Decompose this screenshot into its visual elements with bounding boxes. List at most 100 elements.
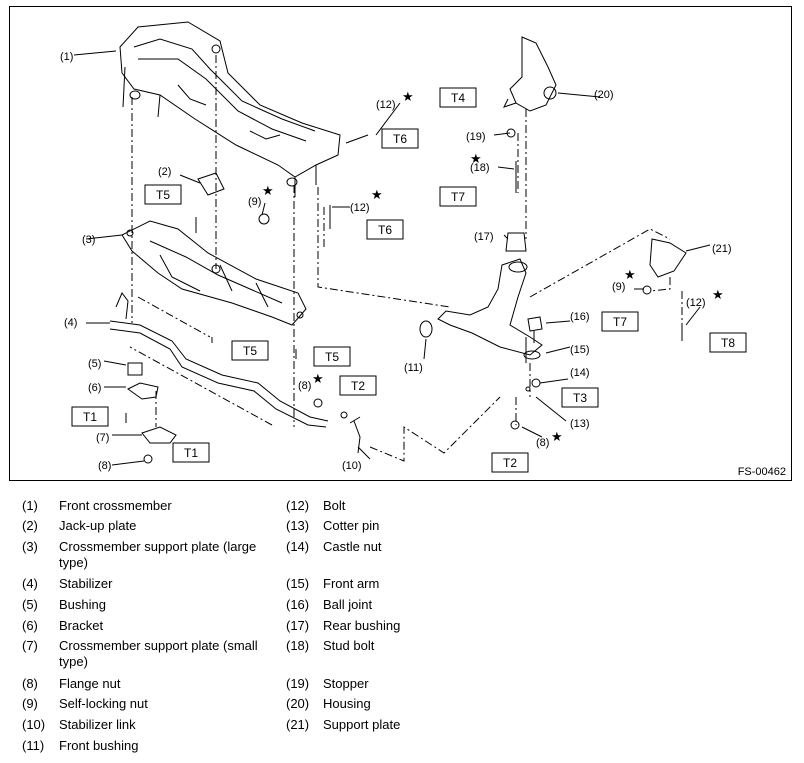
star-mark: ★ — [402, 90, 414, 105]
legend-num: (6) — [22, 618, 38, 633]
legend-num: (5) — [22, 597, 38, 612]
legend-name: Stabilizer link — [59, 717, 136, 732]
bushing-bracket-drawing — [127, 362, 159, 400]
legend-num: (15) — [286, 576, 310, 591]
callout-9-right: (9) — [612, 281, 625, 293]
callout-12-top: (12) — [376, 99, 396, 111]
front-bushing-drawing — [419, 320, 433, 338]
svg-text:T2: T2 — [351, 379, 365, 393]
legend-name: Jack-up plate — [59, 518, 137, 533]
torque-box-t2-mid: T2 — [339, 375, 377, 396]
callout-10: (10) — [342, 460, 362, 472]
callout-3: (3) — [82, 234, 95, 246]
callout-21: (21) — [712, 243, 732, 255]
legend-name: Front bushing — [59, 738, 139, 753]
front-crossmember-drawing — [119, 21, 341, 197]
legend-name: Crossmember support plate (small type) — [59, 638, 258, 669]
star-mark: ★ — [312, 372, 324, 387]
callout-5: (5) — [88, 358, 101, 370]
torque-box-t4: T4 — [439, 87, 477, 108]
legend-name: Stabilizer — [59, 576, 113, 591]
torque-box-t5-right: T5 — [313, 346, 351, 367]
callout-14: (14) — [570, 367, 590, 379]
torque-box-t5-left: T5 — [231, 340, 269, 361]
leader-lines — [73, 50, 711, 466]
legend-num: (20) — [286, 696, 310, 711]
legend-name: Stud bolt — [323, 638, 375, 653]
star-mark: ★ — [712, 288, 724, 303]
legend-num: (7) — [22, 638, 38, 653]
legend-num: (18) — [286, 638, 310, 653]
legend-num: (21) — [286, 717, 310, 732]
callout-16: (16) — [570, 311, 590, 323]
figure-id: FS-00462 — [738, 466, 786, 478]
legend-name: Self-locking nut — [59, 696, 148, 711]
legend-num: (1) — [22, 498, 38, 513]
callout-7: (7) — [96, 432, 109, 444]
legend-num: (11) — [22, 738, 45, 753]
callout-2: (2) — [158, 166, 171, 178]
legend-num: (14) — [286, 539, 310, 554]
legend-name: Stopper — [323, 676, 369, 691]
legend-name: Castle nut — [323, 539, 382, 554]
star-mark: ★ — [470, 152, 482, 167]
star-mark: ★ — [371, 188, 383, 203]
star-mark: ★ — [624, 268, 636, 283]
svg-text:T1: T1 — [184, 446, 198, 460]
legend-num: (10) — [22, 717, 46, 732]
legend-name: Cotter pin — [323, 518, 380, 533]
star-marks: ★ ★ ★ ★ ★ ★ ★ ★ — [262, 90, 724, 445]
star-mark: ★ — [262, 184, 274, 199]
legend-name: Bracket — [59, 618, 104, 633]
jack-up-plate-drawing — [197, 172, 225, 196]
torque-box-t8: T8 — [709, 332, 747, 353]
legend-name: Front crossmember — [59, 498, 172, 513]
callout-11: (11) — [404, 362, 423, 374]
support-plate-large-drawing — [121, 220, 307, 326]
svg-text:T1: T1 — [83, 410, 97, 424]
svg-text:T6: T6 — [378, 223, 392, 237]
legend-name: Support plate — [323, 717, 401, 732]
legend-num: (19) — [286, 676, 310, 691]
support-plate-small-drawing — [141, 426, 177, 444]
diagram-frame: (1) (2) (3) (4) (5) (6) (7) (8) (9) (12)… — [9, 6, 792, 481]
legend-name: Bolt — [323, 498, 346, 513]
alignment-lines — [129, 55, 683, 462]
callout-8-mid: (8) — [298, 380, 311, 392]
callout-18: (18) — [470, 162, 490, 174]
svg-text:T4: T4 — [451, 91, 465, 105]
torque-box-t7-center: T7 — [439, 186, 477, 207]
legend-num: (3) — [22, 539, 38, 554]
star-mark: ★ — [551, 430, 563, 445]
legend-name: Front arm — [323, 576, 380, 591]
legend-name: Crossmember support plate (large type) — [59, 539, 257, 570]
legend-num: (9) — [22, 696, 38, 711]
torque-box-t6-mid: T6 — [366, 219, 404, 240]
callout-1: (1) — [60, 51, 73, 63]
svg-text:T6: T6 — [393, 132, 407, 146]
legend-num: (17) — [286, 618, 310, 633]
svg-text:T5: T5 — [325, 350, 339, 364]
callout-15: (15) — [570, 344, 590, 356]
torque-box-t7-right: T7 — [601, 311, 639, 332]
legend-num: (4) — [22, 576, 38, 591]
callout-19: (19) — [466, 131, 486, 143]
stabilizer-drawing — [109, 292, 329, 428]
legend-num: (8) — [22, 676, 38, 691]
torque-box-t2-bottom: T2 — [491, 452, 529, 473]
svg-text:T7: T7 — [613, 315, 627, 329]
svg-text:T7: T7 — [451, 190, 465, 204]
callout-4: (4) — [64, 317, 77, 329]
front-arm-drawing — [437, 258, 543, 360]
rear-bushing-drawing — [505, 232, 527, 252]
callout-13: (13) — [570, 418, 590, 430]
callout-12-mid: (12) — [350, 202, 370, 214]
legend-num: (16) — [286, 597, 310, 612]
legend-num: (13) — [286, 518, 310, 533]
legend-name: Rear bushing — [323, 618, 401, 633]
callout-12-right: (12) — [686, 297, 706, 309]
callout-8-left: (8) — [98, 460, 111, 472]
svg-text:T5: T5 — [156, 188, 170, 202]
svg-text:T8: T8 — [721, 336, 735, 350]
torque-box-t3: T3 — [561, 387, 599, 408]
